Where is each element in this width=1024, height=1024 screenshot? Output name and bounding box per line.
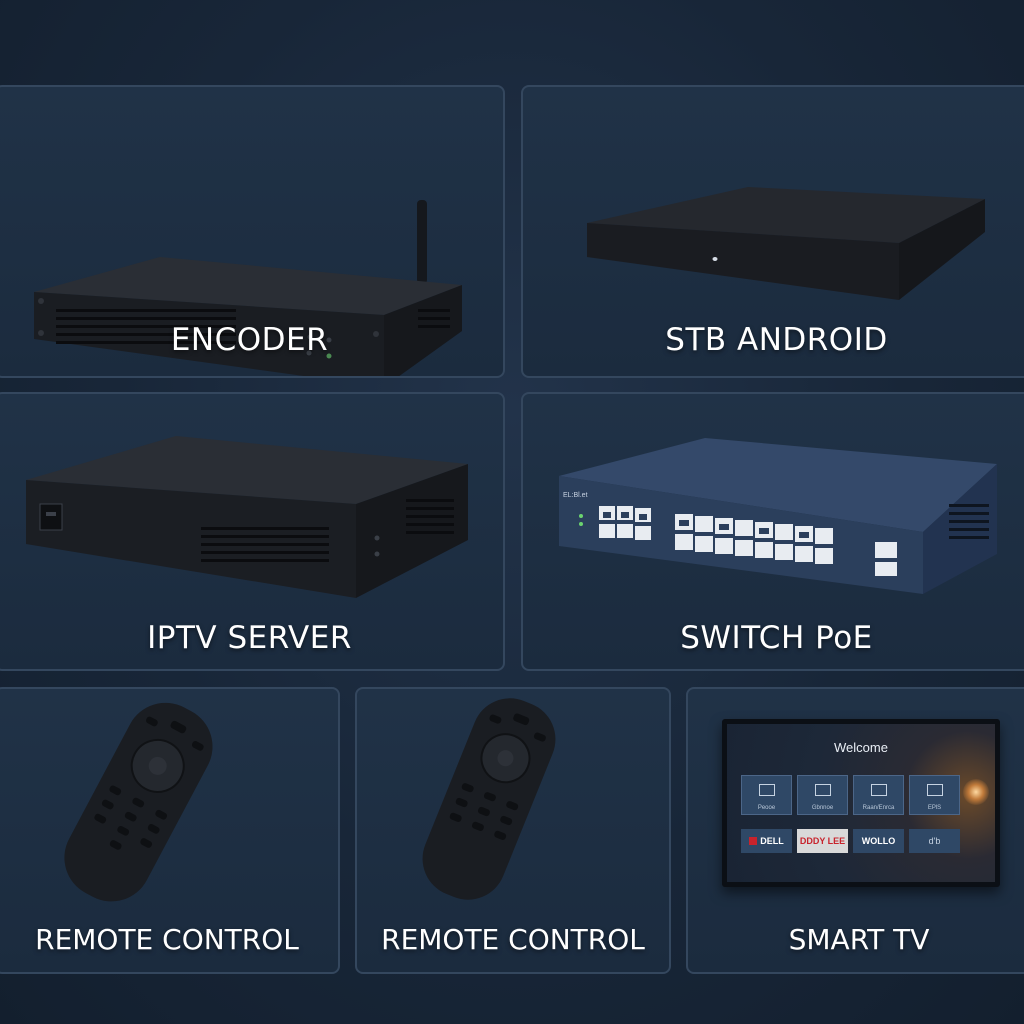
- tv-welcome-text: Welcome: [834, 740, 888, 755]
- card-label: STB ANDROID: [665, 322, 888, 358]
- app-tile-wollo: WOLLO: [853, 829, 904, 853]
- card-switch-poe[interactable]: EL:Bl.et SWITCH PoE: [521, 392, 1024, 671]
- encoder-device: [34, 200, 462, 376]
- app-label: WOLLO: [861, 836, 896, 846]
- tv-tile-label: Gbnnoe: [811, 805, 834, 811]
- switch-brand-label: EL:Bl.et: [563, 492, 588, 499]
- app-label: d'b: [928, 836, 941, 846]
- tv-tile: Gbnnoe: [797, 775, 848, 815]
- tv-tile-label: EPlS: [927, 805, 942, 811]
- tv-tile: Raan/Enrca: [853, 775, 904, 815]
- stb-device: [587, 187, 985, 300]
- app-red-mark: [749, 837, 758, 845]
- app-label: DELL: [760, 836, 784, 846]
- switch-device: [559, 438, 997, 594]
- card-label: ENCODER: [170, 322, 329, 358]
- app-tile-dell: DELL: [741, 829, 792, 853]
- lamp-light: [963, 779, 989, 805]
- smart-tv-device: Welcome Рeooe Gbnnoe Raan/Enrca EPlS DEL…: [722, 719, 1000, 887]
- card-label: IPTV SERVER: [147, 620, 352, 656]
- app-label: DDDY LEE: [799, 836, 846, 846]
- card-stb-android[interactable]: STB ANDROID: [521, 85, 1024, 378]
- app-tile-red-logo: DDDY LEE: [797, 829, 848, 853]
- card-encoder[interactable]: ENCODER: [0, 85, 505, 378]
- guide-icon: [870, 784, 887, 796]
- card-label: SMART TV: [788, 923, 930, 956]
- card-remote-control-2[interactable]: REMOTE CONTROL: [355, 687, 671, 974]
- screen-icon: [814, 784, 831, 796]
- tv-tile: EPlS: [909, 775, 960, 815]
- card-label: REMOTE CONTROL: [381, 923, 645, 956]
- remote-control-device: [422, 698, 556, 900]
- epg-icon: [926, 784, 943, 796]
- app-tile-other: d'b: [909, 829, 960, 853]
- tv-tile-label: Рeooe: [757, 805, 776, 811]
- card-smart-tv[interactable]: Welcome Рeooe Gbnnoe Raan/Enrca EPlS DEL…: [686, 687, 1024, 974]
- card-iptv-server[interactable]: IPTV SERVER: [0, 392, 505, 671]
- card-label: SWITCH PoE: [680, 620, 873, 656]
- tv-tile: Рeooe: [741, 775, 792, 815]
- tv-tile-label: Raan/Enrca: [862, 805, 895, 811]
- card-remote-control-1[interactable]: REMOTE CONTROL: [0, 687, 340, 974]
- remote-control-device: [64, 702, 213, 902]
- iptv-server-device: [26, 436, 468, 598]
- card-label: REMOTE CONTROL: [35, 923, 299, 956]
- tv-screen: Welcome Рeooe Gbnnoe Raan/Enrca EPlS DEL…: [727, 724, 995, 882]
- monitor-icon: [758, 784, 775, 796]
